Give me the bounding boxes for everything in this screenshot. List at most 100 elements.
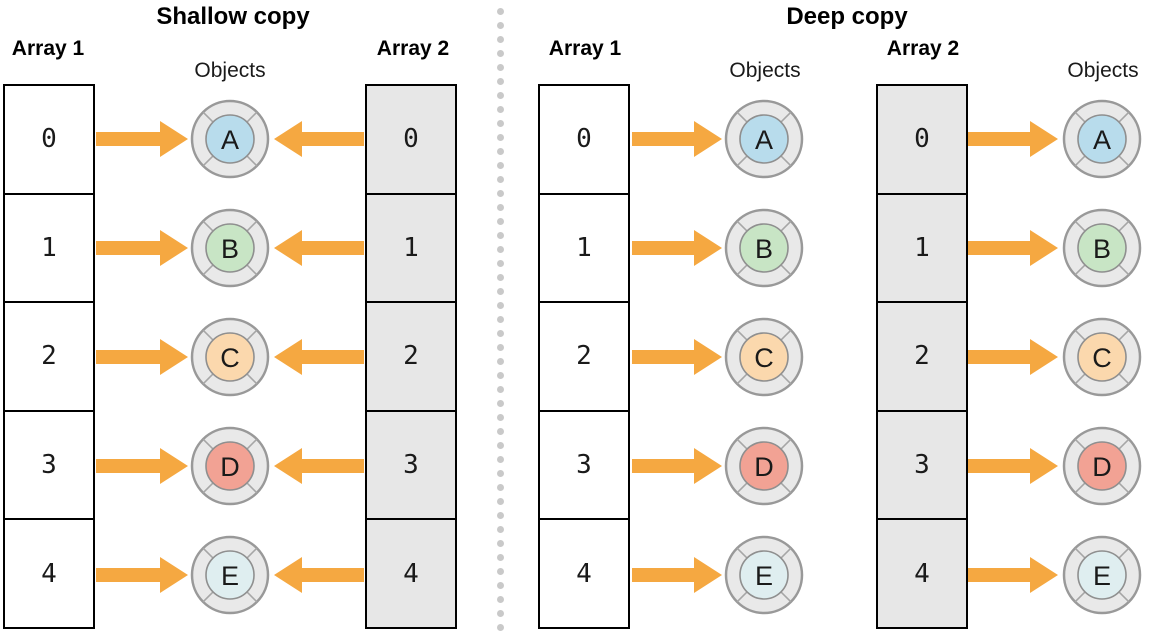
arrow-left-icon bbox=[274, 556, 364, 593]
array-cell: 0 bbox=[5, 86, 93, 195]
divider-dot bbox=[497, 540, 504, 547]
object-token-b: B bbox=[724, 193, 804, 302]
array-cell: 3 bbox=[878, 412, 966, 521]
arrow-right-icon bbox=[632, 229, 722, 266]
object-letter: D bbox=[220, 452, 240, 482]
arrow-right-icon bbox=[96, 229, 188, 266]
reference-arrow bbox=[274, 520, 364, 629]
reference-arrow bbox=[968, 411, 1058, 520]
divider-dot bbox=[497, 344, 504, 351]
object-letter: C bbox=[1092, 343, 1112, 373]
reference-arrow bbox=[632, 520, 722, 629]
object-ring-icon: B bbox=[724, 208, 804, 287]
object-ring-icon: A bbox=[1062, 99, 1142, 178]
object-token-a: A bbox=[190, 84, 270, 193]
reference-arrow bbox=[968, 520, 1058, 629]
array-cell: 2 bbox=[367, 303, 455, 412]
divider-dot bbox=[497, 526, 504, 533]
divider-dot bbox=[497, 568, 504, 575]
shallow-objects-label: Objects bbox=[194, 59, 266, 82]
divider-dot bbox=[497, 316, 504, 323]
object-token-d: D bbox=[1062, 411, 1142, 520]
deep-objects1-column: A B C D E bbox=[724, 84, 804, 629]
object-token-a: A bbox=[1062, 84, 1142, 193]
reference-arrow bbox=[274, 411, 364, 520]
divider-dot bbox=[497, 218, 504, 225]
object-ring-icon: C bbox=[190, 317, 270, 396]
deep-objects1-label: Objects bbox=[729, 59, 801, 82]
divider-dot bbox=[497, 358, 504, 365]
divider-dot bbox=[497, 428, 504, 435]
arrow-right-icon bbox=[96, 338, 188, 375]
divider-dot bbox=[497, 78, 504, 85]
arrow-right-icon bbox=[632, 447, 722, 484]
object-ring-icon: E bbox=[724, 535, 804, 614]
reference-arrow bbox=[96, 520, 188, 629]
reference-arrow bbox=[968, 302, 1058, 411]
arrow-right-icon bbox=[96, 447, 188, 484]
divider-dot bbox=[497, 582, 504, 589]
array-cell: 3 bbox=[540, 412, 628, 521]
object-letter: E bbox=[221, 561, 239, 591]
divider-dot bbox=[497, 498, 504, 505]
object-letter: C bbox=[754, 343, 774, 373]
divider-dot bbox=[497, 134, 504, 141]
divider-dot bbox=[497, 204, 504, 211]
reference-arrow bbox=[274, 84, 364, 193]
object-token-b: B bbox=[190, 193, 270, 302]
object-letter: E bbox=[755, 561, 773, 591]
object-token-c: C bbox=[190, 302, 270, 411]
object-token-a: A bbox=[724, 84, 804, 193]
divider-dot bbox=[497, 148, 504, 155]
divider-dot bbox=[497, 92, 504, 99]
arrow-left-icon bbox=[274, 120, 364, 157]
arrow-right-icon bbox=[96, 120, 188, 157]
reference-arrow bbox=[96, 411, 188, 520]
deep-objects2-label: Objects bbox=[1067, 59, 1139, 82]
array-cell: 1 bbox=[367, 195, 455, 304]
shallow-array2-arrows bbox=[274, 84, 364, 629]
reference-arrow bbox=[632, 411, 722, 520]
object-token-e: E bbox=[1062, 520, 1142, 629]
divider-dot bbox=[497, 162, 504, 169]
arrow-left-icon bbox=[274, 447, 364, 484]
object-letter: C bbox=[220, 343, 240, 373]
arrow-left-icon bbox=[274, 229, 364, 266]
divider-dot bbox=[497, 246, 504, 253]
array-cell: 0 bbox=[540, 86, 628, 195]
arrow-right-icon bbox=[96, 556, 188, 593]
divider-dot bbox=[497, 470, 504, 477]
array-cell: 4 bbox=[914, 558, 930, 589]
array-cell: 4 bbox=[403, 558, 419, 589]
arrow-right-icon bbox=[968, 556, 1058, 593]
divider-dot bbox=[497, 50, 504, 57]
object-letter: B bbox=[221, 234, 239, 264]
object-ring-icon: B bbox=[1062, 208, 1142, 287]
arrow-right-icon bbox=[632, 120, 722, 157]
divider-dot bbox=[497, 274, 504, 281]
divider-dot bbox=[497, 22, 504, 29]
array-cell: 2 bbox=[878, 303, 966, 412]
object-letter: A bbox=[1093, 125, 1111, 155]
divider-dot bbox=[497, 260, 504, 267]
object-letter: A bbox=[755, 125, 773, 155]
object-letter: E bbox=[1093, 561, 1111, 591]
object-ring-icon: E bbox=[190, 535, 270, 614]
deep-copy-title: Deep copy bbox=[786, 3, 908, 30]
divider-dot bbox=[497, 330, 504, 337]
divider-dot bbox=[497, 414, 504, 421]
divider-dot bbox=[497, 372, 504, 379]
divider-dot bbox=[497, 64, 504, 71]
array-cell: 1 bbox=[5, 195, 93, 304]
array-cell: 0 bbox=[367, 86, 455, 195]
array-cell: 3 bbox=[367, 412, 455, 521]
shallow-array1-arrows bbox=[96, 84, 188, 629]
object-ring-icon: B bbox=[190, 208, 270, 287]
reference-arrow bbox=[968, 193, 1058, 302]
arrow-right-icon bbox=[968, 229, 1058, 266]
divider-dotted-line bbox=[497, 8, 504, 631]
object-letter: D bbox=[1092, 452, 1112, 482]
array-cell: 4 bbox=[41, 558, 57, 589]
